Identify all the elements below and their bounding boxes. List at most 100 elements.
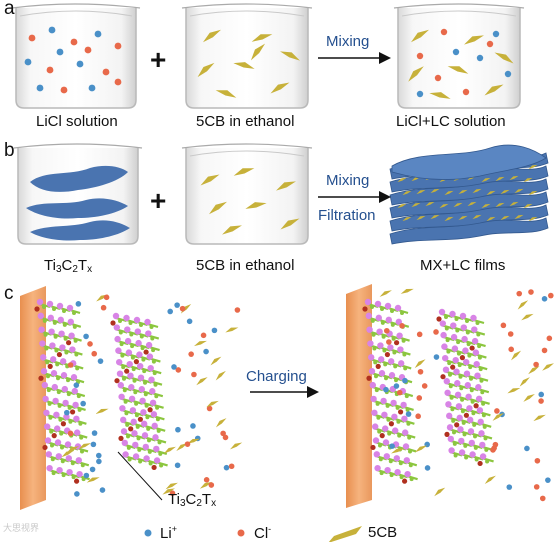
cl-dot <box>386 339 392 345</box>
lattice-atom-c <box>408 463 413 468</box>
lattice-atom-c <box>474 457 479 462</box>
lattice-atom-ti <box>396 332 403 339</box>
lattice-atom-c <box>402 352 407 357</box>
lattice-atom-c <box>46 388 51 393</box>
ion-lc-shard <box>187 438 201 444</box>
lattice-atom-t <box>440 374 446 380</box>
cl-dot <box>203 477 210 483</box>
lattice-atom-ti <box>145 341 153 349</box>
film-lc-shard <box>514 214 524 220</box>
cl-dot <box>103 294 110 301</box>
film-lc-shard <box>528 216 538 222</box>
lattice-atom-c <box>469 388 474 393</box>
lattice-atom-ti <box>382 439 390 446</box>
lattice-atom-c <box>52 320 57 325</box>
cl-dot <box>416 331 423 338</box>
watermark: 大思视界 <box>3 523 40 533</box>
lattice-atom-ti <box>454 380 461 387</box>
li-dot <box>171 364 177 370</box>
lc-shard <box>280 218 300 230</box>
lattice-atom-ti <box>479 453 487 460</box>
lattice-atom-c <box>390 322 395 327</box>
lattice-atom-c <box>394 378 398 383</box>
lattice-atom-c <box>63 336 68 341</box>
lattice-atom-ti <box>404 470 411 478</box>
lattice-atom-c <box>79 435 84 440</box>
film-lc-shard <box>416 215 426 221</box>
lattice-atom-ti <box>145 330 152 337</box>
lattice-atom-c <box>391 336 396 341</box>
lattice-atom-c <box>458 374 463 379</box>
lattice-atom-ti <box>40 368 48 375</box>
lattice-atom-ti <box>369 381 376 389</box>
lattice-atom-c <box>42 318 47 323</box>
lattice-atom-c <box>56 376 60 381</box>
lattice-atom-c <box>370 305 374 309</box>
lattice-atom-ti <box>116 370 124 377</box>
lattice-atom-c <box>404 394 409 399</box>
lattice-atom-c <box>154 394 159 399</box>
lattice-atom-c <box>51 471 56 476</box>
lattice-atom-ti <box>137 374 145 381</box>
lattice-atom-ti <box>469 451 476 458</box>
lattice-atom-c <box>387 431 392 436</box>
lattice-atom-ti <box>68 332 75 339</box>
lattice-atom-ti <box>442 366 450 373</box>
lattice-atom-c <box>456 340 461 345</box>
lattice-atom-c <box>151 359 156 364</box>
lattice-atom-c <box>66 392 71 397</box>
lattice-atom-ti <box>464 382 471 389</box>
lattice-atom-ti <box>61 385 68 393</box>
lattice-atom-ti <box>74 429 81 436</box>
lattice-atom-c <box>371 332 376 337</box>
lattice-atom-c <box>130 344 135 349</box>
film-lc-shard <box>430 188 440 194</box>
cl-dot <box>533 361 539 368</box>
lattice-atom-c <box>396 419 401 424</box>
cl-dot <box>67 430 74 437</box>
lattice-atom-c <box>151 348 156 353</box>
lattice-atom-c <box>118 330 123 335</box>
ion-lc-shard <box>511 350 522 361</box>
lattice-atom-ti <box>402 443 410 450</box>
lattice-atom-c <box>124 411 129 416</box>
lattice-atom-ti <box>129 407 137 414</box>
lattice-atom-ti <box>441 343 448 350</box>
lattice-atom-ti <box>383 453 390 460</box>
lattice-atom-c <box>374 374 378 379</box>
lattice-atom-c <box>74 352 79 357</box>
film-lc-shard <box>444 216 454 222</box>
lattice-atom-c <box>446 349 451 354</box>
lattice-atom-t <box>137 416 143 422</box>
legend-cl-label: Cl- <box>254 524 272 542</box>
cl-dot <box>508 346 515 353</box>
lattice-atom-c <box>148 461 153 466</box>
beaker-5cb-b <box>181 143 313 245</box>
li-dot <box>424 465 431 471</box>
lc-shard <box>233 168 255 176</box>
legend-li-dot <box>144 529 152 537</box>
lattice-atom-ti <box>132 453 140 460</box>
film-top-layer <box>391 144 547 180</box>
lattice-atom-c <box>128 321 133 325</box>
lattice-atom-ti <box>400 401 407 409</box>
lattice-atom-ti <box>395 318 402 326</box>
lattice-atom-ti <box>372 423 379 430</box>
lattice-atom-ti <box>380 397 387 405</box>
lattice-atom-c <box>143 392 148 397</box>
lattice-atom-c <box>138 459 143 464</box>
lattice-atom-t <box>375 363 381 369</box>
lattice-atom-ti <box>122 451 129 458</box>
lattice-atom-c <box>57 403 62 408</box>
lattice-atom-ti <box>149 388 156 395</box>
cl-dot <box>421 383 428 389</box>
lattice-atom-c <box>48 415 53 420</box>
cl-dot <box>222 434 229 441</box>
cl-dot <box>462 88 470 96</box>
lattice-atom-ti <box>377 342 384 349</box>
lattice-atom-ti <box>126 360 133 368</box>
lattice-atom-c <box>144 403 149 408</box>
plus-sign-b: + <box>150 185 167 216</box>
film-lc-shard <box>439 203 449 209</box>
lc-shard <box>245 202 267 209</box>
